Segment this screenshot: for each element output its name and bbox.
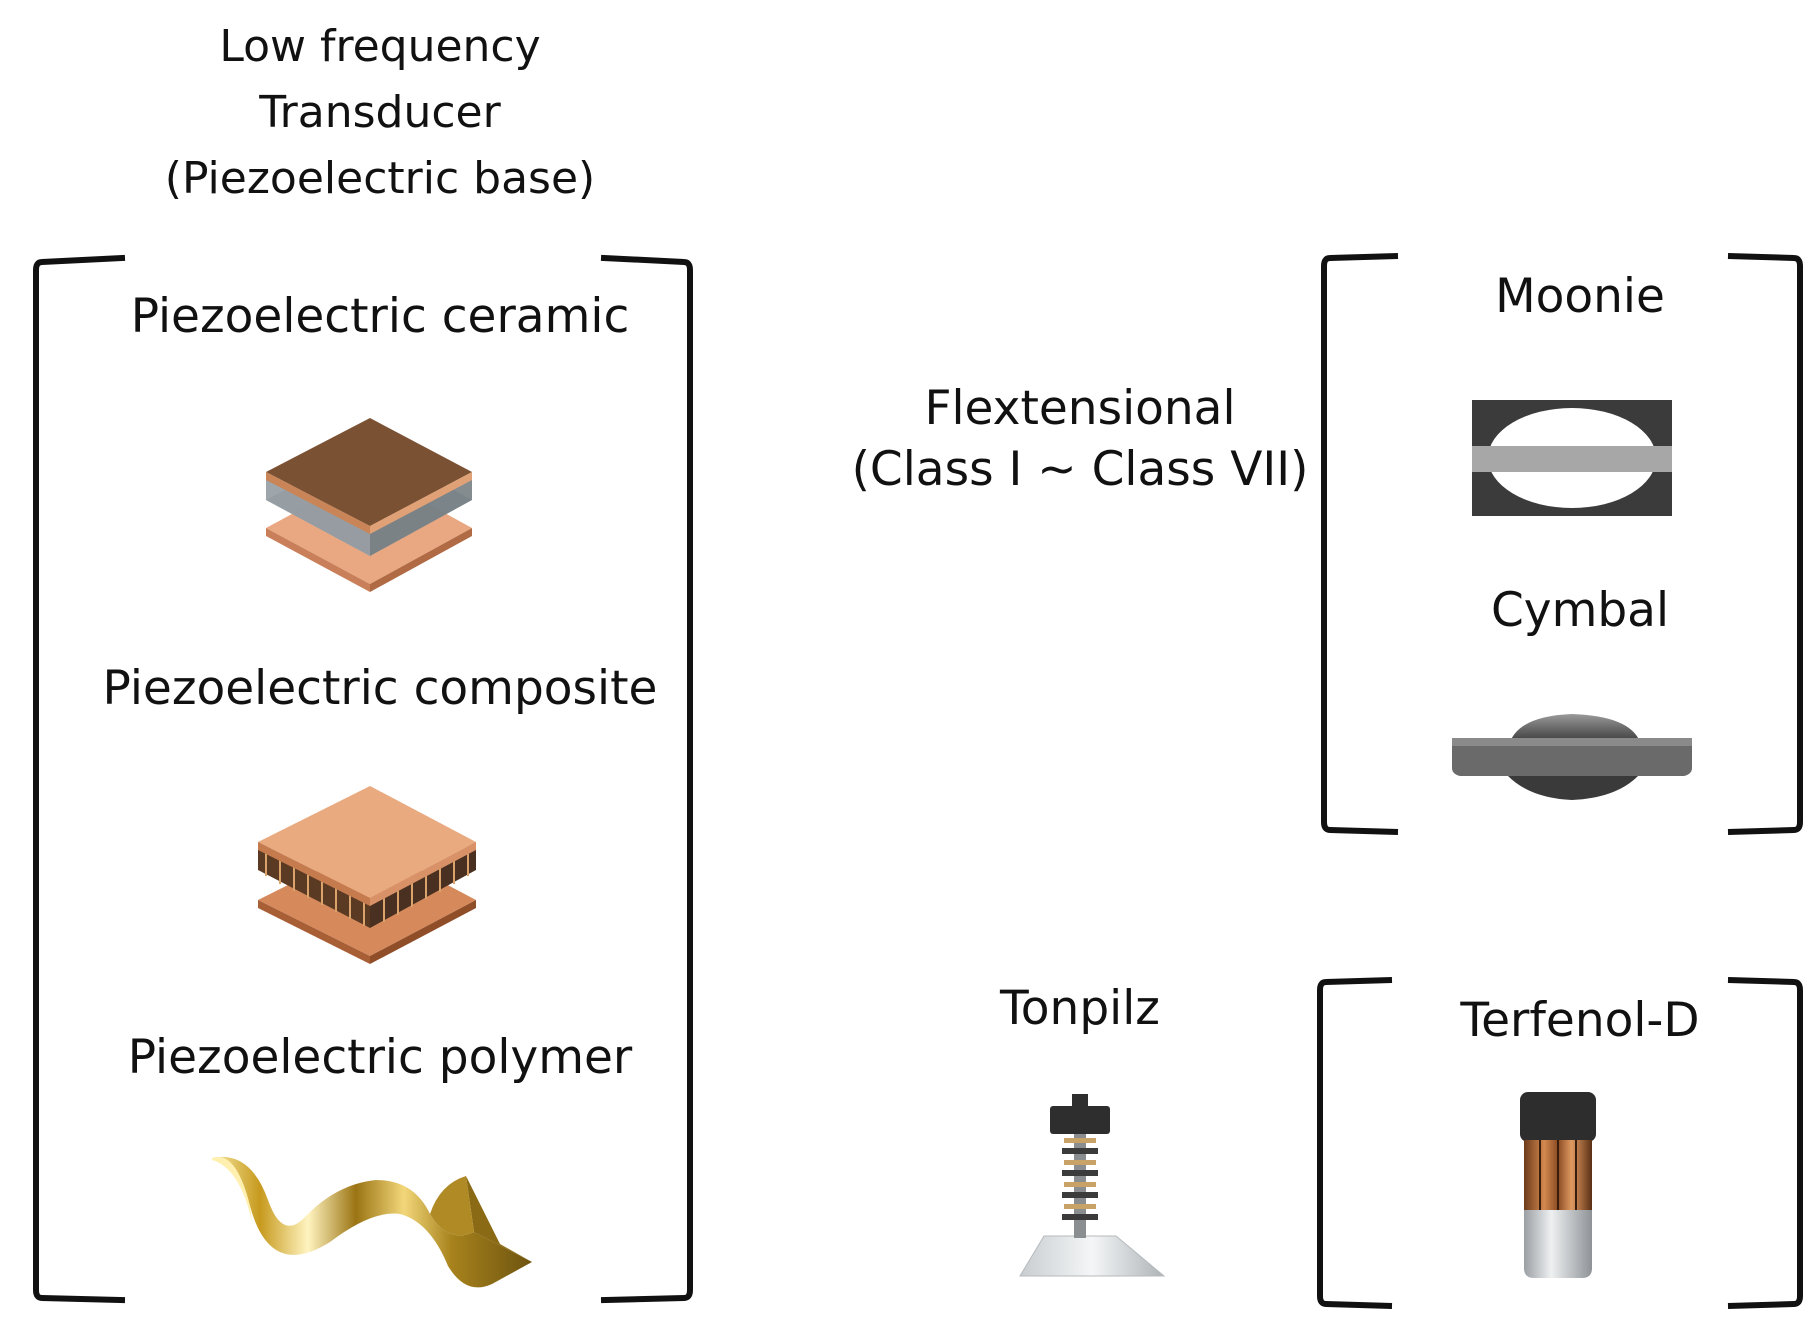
tonpilz-icon <box>1019 1094 1166 1277</box>
cymbal-icon <box>1452 714 1692 800</box>
moonie-icon <box>1472 400 1672 516</box>
flextensional-label: Flextensional (Class I ~ Class VII) <box>851 381 1309 498</box>
piezoelectric-ceramic-label: Piezoelectric ceramic <box>130 289 630 344</box>
piezoelectric-ceramic-icon <box>266 418 472 592</box>
piezoelectric-polymer-label: Piezoelectric polymer <box>127 1030 633 1085</box>
left-bracket <box>33 254 693 1304</box>
piezoelectric-polymer-icon <box>212 1156 532 1288</box>
terfenol-d-label: Terfenol-D <box>1460 993 1700 1048</box>
tonpilz-label: Tonpilz <box>1000 981 1160 1036</box>
terfenol-d-icon <box>1520 1092 1596 1278</box>
terfenol-bracket <box>1317 977 1803 1309</box>
flextensional-bracket <box>1321 253 1803 835</box>
cymbal-label: Cymbal <box>1490 583 1670 638</box>
diagram-title: Low frequency Transducer (Piezoelectric … <box>164 21 596 204</box>
piezoelectric-composite-icon <box>258 786 476 964</box>
moonie-label: Moonie <box>1495 269 1665 324</box>
piezoelectric-composite-label: Piezoelectric composite <box>102 661 658 716</box>
